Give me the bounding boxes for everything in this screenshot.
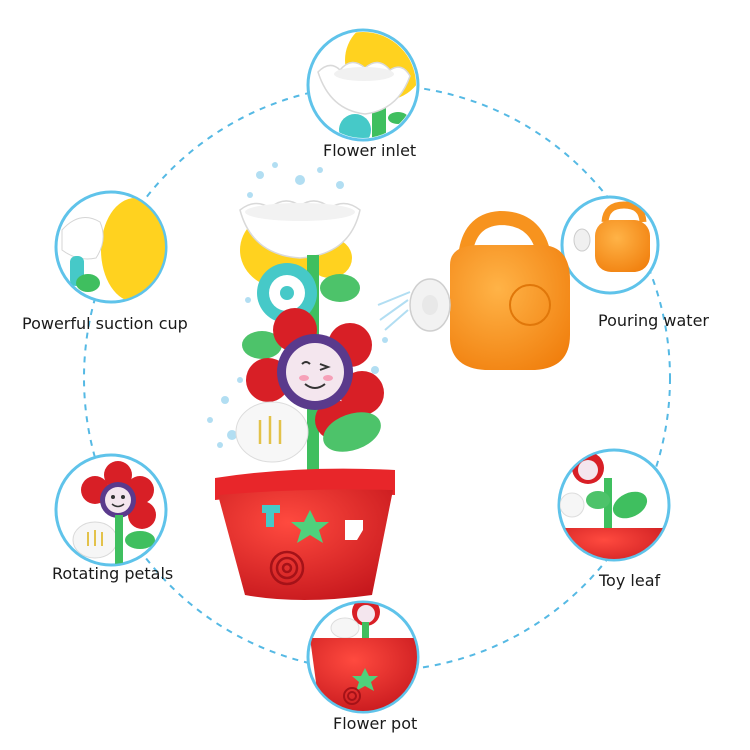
red-flower bbox=[246, 308, 384, 440]
water-splash bbox=[207, 162, 388, 448]
label-suction-cup: Powerful suction cup bbox=[22, 314, 188, 333]
label-rotating-petals: Rotating petals bbox=[52, 564, 174, 583]
watering-can bbox=[377, 210, 570, 370]
callout-pouring-water bbox=[560, 195, 660, 295]
label-flower-inlet: Flower inlet bbox=[323, 141, 417, 160]
callout-toy-leaf bbox=[557, 448, 671, 562]
label-pouring-water: Pouring water bbox=[598, 311, 709, 330]
callout-rotating-petals bbox=[54, 453, 168, 567]
red-pot bbox=[215, 468, 395, 600]
label-flower-pot: Flower pot bbox=[333, 714, 418, 733]
callout-flower-inlet bbox=[306, 28, 420, 142]
callout-flower-pot bbox=[306, 600, 420, 714]
main-toy bbox=[207, 162, 395, 600]
label-toy-leaf: Toy leaf bbox=[599, 571, 661, 590]
callout-suction-cup bbox=[54, 190, 168, 304]
